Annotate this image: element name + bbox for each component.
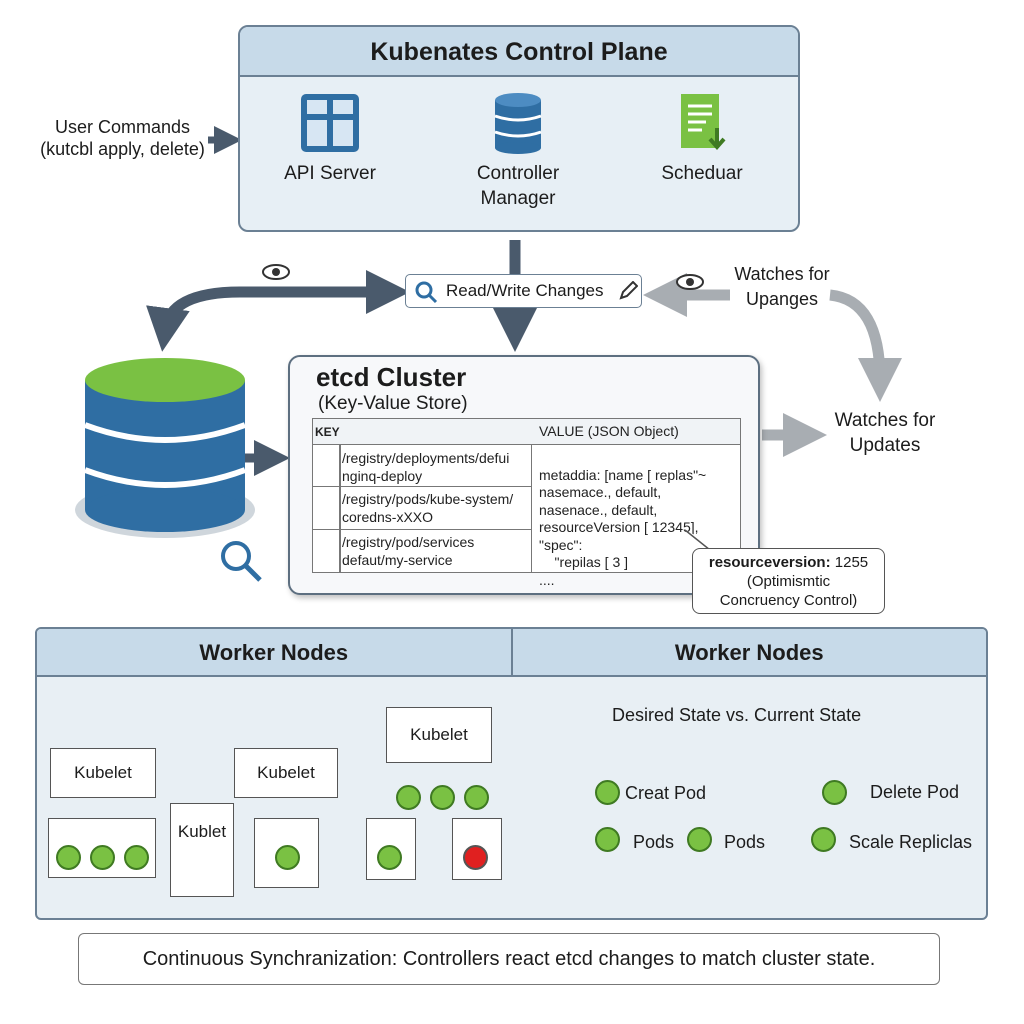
key-path: defaut/my-service xyxy=(342,552,453,568)
pod-green xyxy=(687,827,712,852)
key-row[interactable]: /registry/pods/kube-system/coredns-xXXO xyxy=(342,490,513,526)
user-commands-label: User Commands xyxy=(54,117,191,137)
controller-manager-label: Controller Manager xyxy=(476,163,560,209)
callout-line: Concruency Control) xyxy=(719,592,858,609)
delete-pod-label: Delete Pod xyxy=(870,782,960,802)
eye-icon xyxy=(262,264,290,280)
controller-manager[interactable]: Controller Manager xyxy=(438,92,598,211)
pod-green xyxy=(430,785,455,810)
pod-green xyxy=(464,785,489,810)
etcd-subtitle: (Key-Value Store) xyxy=(318,393,468,414)
etcd-title: etcd Cluster xyxy=(316,362,467,392)
worker-nodes-title-2: Worker Nodes xyxy=(674,640,824,665)
document-icon xyxy=(681,94,726,151)
eye-icon xyxy=(676,274,704,290)
key-path: /registry/pod/services xyxy=(342,534,475,550)
user-commands-example: (kutcbl apply, delete) xyxy=(40,139,205,159)
search-icon xyxy=(415,281,438,304)
watches-label-2: Upanges xyxy=(745,289,819,309)
read-write-label: Read/Write Changes xyxy=(446,281,604,300)
pod-green xyxy=(90,845,115,870)
database-icon xyxy=(75,358,255,538)
pod-green xyxy=(124,845,149,870)
database-icon xyxy=(494,93,542,154)
watch-curved-arrow xyxy=(829,289,902,402)
pods-label: Pods xyxy=(724,832,766,852)
create-pod-label: Creat Pod xyxy=(625,783,707,803)
etcd-table: KEY VALUE (JSON Object) /registry/deploy… xyxy=(312,418,741,588)
api-server-label: API Server xyxy=(284,163,376,184)
kubelet-box[interactable]: Kubelet xyxy=(50,748,156,798)
kubelet-box[interactable]: Kubelet xyxy=(234,748,338,798)
read-write-changes: Read/Write Changes xyxy=(405,274,642,308)
callout-key: resourceversion: xyxy=(708,554,831,571)
pod-green xyxy=(811,827,836,852)
watches-label: Watches for xyxy=(734,264,830,284)
pod-green xyxy=(275,845,300,870)
pod-green xyxy=(595,827,620,852)
key-row[interactable]: /registry/pod/services defaut/my-service xyxy=(342,533,474,569)
pod-green xyxy=(56,845,81,870)
pod-green xyxy=(396,785,421,810)
kublet-box[interactable]: Kublet xyxy=(170,803,234,897)
key-header: KEY xyxy=(315,425,340,439)
key-path: nginq-deploy xyxy=(342,468,423,484)
pod-green xyxy=(822,780,847,805)
api-server-icon xyxy=(301,94,359,152)
magnifier-icon xyxy=(221,541,262,582)
key-path: /registry/deployments/defui xyxy=(342,450,510,466)
pods-label: Pods xyxy=(633,832,675,852)
user-commands: User Commands (kutcbl apply, delete) xyxy=(20,116,225,160)
pod-red xyxy=(463,845,488,870)
pod-green xyxy=(377,845,402,870)
caption: Continuous Synchranization: Controllers … xyxy=(78,933,940,985)
key-path: /registry/pods/kube-system/ xyxy=(342,491,514,507)
scheduler-label: Scheduar xyxy=(661,163,743,184)
left-curved-arrow xyxy=(146,286,380,352)
watches-updates-label-2: Updates xyxy=(849,435,921,456)
callout-line: (Optimismtic xyxy=(746,573,831,590)
value-header: VALUE (JSON Object) xyxy=(539,423,679,439)
desired-state-label: Desired State vs. Current State xyxy=(612,705,862,725)
control-plane-title: Kubenates Control Plane xyxy=(240,27,798,77)
watches-updates-label: Watches for xyxy=(834,410,936,431)
scheduler[interactable]: Scheduar xyxy=(622,92,782,186)
worker-nodes-title: Worker Nodes xyxy=(37,629,513,675)
key-row[interactable]: /registry/deployments/defui nginq-deploy xyxy=(342,449,509,485)
pencil-icon xyxy=(619,281,638,300)
callout-value: 1255 xyxy=(834,554,869,571)
key-path: coredns-xXXO xyxy=(342,509,434,525)
kubelet-box[interactable]: Kubelet xyxy=(386,707,492,763)
pod-green xyxy=(595,780,620,805)
scale-replicas-label: Scale Repliclas xyxy=(849,832,973,852)
control-plane: Kubenates Control Plane API Server Contr… xyxy=(238,25,800,232)
api-server[interactable]: API Server xyxy=(250,92,410,186)
json-value: metaddia: [name [ replas"~nasemace., def… xyxy=(539,466,707,588)
